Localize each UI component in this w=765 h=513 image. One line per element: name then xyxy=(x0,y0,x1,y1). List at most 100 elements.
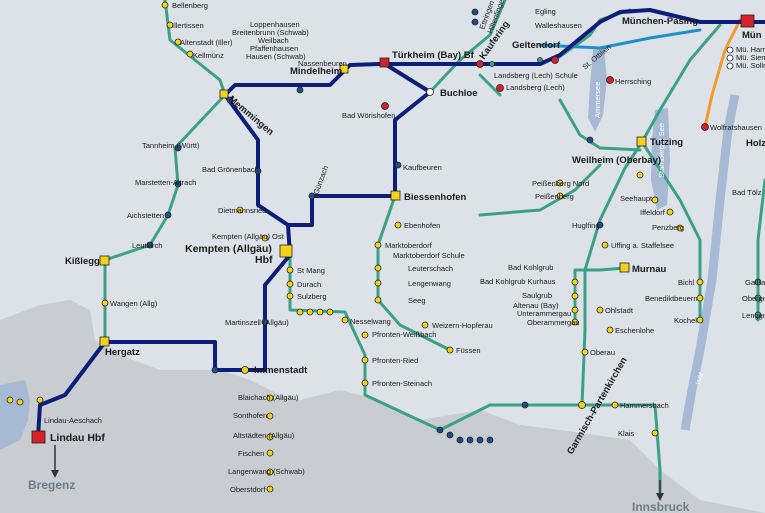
label-station: Altenau (Bay) xyxy=(513,301,559,310)
station-hergatz[interactable] xyxy=(99,336,110,347)
label-geltendorf: Geltendorf xyxy=(512,40,561,51)
station-kaufering[interactable] xyxy=(476,60,484,68)
label-station: Aichstetten xyxy=(127,211,164,220)
label-station: Landsberg (Lech) xyxy=(506,83,565,92)
label-station: Breitenbrunn (Schwab) xyxy=(232,28,309,37)
station-mue-harras[interactable] xyxy=(726,46,734,54)
exit-arrows xyxy=(51,445,664,501)
label-station: Oberstdorf xyxy=(230,485,266,494)
label-station: Illertissen xyxy=(172,21,204,30)
label-station: Bichl xyxy=(678,278,695,287)
station-markers xyxy=(6,1,762,493)
label-station: Kaufbeuren xyxy=(403,163,442,172)
label-station: Langenwang (Schwab) xyxy=(228,467,305,476)
label-station: Oberau xyxy=(590,348,615,357)
label-station: Durach xyxy=(297,280,321,289)
station-murnau[interactable] xyxy=(619,262,630,273)
rail-lines xyxy=(36,0,765,497)
label-station: Lengenwang xyxy=(408,279,451,288)
label-station: Lenggries xyxy=(742,311,765,320)
label-station: Peißenberg Nord xyxy=(532,179,589,188)
label-hergatz: Hergatz xyxy=(105,347,140,358)
station-lindau-hbf[interactable] xyxy=(31,430,46,444)
label-station: Blaichach (Allgäu) xyxy=(238,393,299,402)
lake-constance xyxy=(0,380,30,450)
label-station: Leuterschach xyxy=(408,264,453,273)
label-station: Altstädten (Allgäu) xyxy=(233,431,295,440)
line-munich-tutzing xyxy=(580,23,722,407)
label-innsbruck: Innsbruck xyxy=(632,500,690,513)
label-station: Gaißach xyxy=(745,278,765,287)
label-station: Bad Kohlgrub Kurhaus xyxy=(480,277,556,286)
label-station: Füssen xyxy=(456,346,481,355)
station-kempten-hbf[interactable] xyxy=(279,244,293,258)
label-lindau-hbf: Lindau Hbf xyxy=(50,432,105,444)
station-dots-blue xyxy=(146,8,604,444)
starnberger-see-lake xyxy=(651,108,670,210)
label-station: Marktoberdorf Schule xyxy=(393,251,465,260)
label-starnberger-see: Starnberger See xyxy=(657,123,666,178)
station-tuerkheim[interactable] xyxy=(379,57,390,68)
label-tuerkheim: Türkheim (Bay) Bf xyxy=(392,50,475,61)
ammersee-lake xyxy=(588,48,607,132)
station-garmisch[interactable] xyxy=(578,401,586,409)
label-station: Peißenberg xyxy=(535,192,574,201)
label-station: Landsberg (Lech) Schule xyxy=(494,71,578,80)
station-tutzing[interactable] xyxy=(636,136,647,147)
label-station: Wangen (Allg) xyxy=(110,299,158,308)
label-station: Kochel xyxy=(674,316,697,325)
main-line-munich-lindau xyxy=(36,8,765,439)
station-biessenhofen[interactable] xyxy=(390,190,401,201)
label-buchloe: Buchloe xyxy=(440,88,477,99)
label-station: Uffing a. Staffelsee xyxy=(611,241,674,250)
label-station: Mü. Siemenswerke xyxy=(736,53,765,62)
station-mue-solln[interactable] xyxy=(726,62,734,70)
label-station: Tannheim (Württ) xyxy=(142,141,200,150)
label-station: Seeg xyxy=(408,296,426,305)
innsbruck-arrow-head xyxy=(656,493,664,501)
label-station: Obergries xyxy=(742,294,765,303)
label-station: Bad Wörishofen xyxy=(342,111,395,120)
label-muenchen-pasing: München-Pasing xyxy=(622,16,698,27)
station-bad-woerishofen[interactable] xyxy=(381,102,389,110)
station-immenstadt[interactable] xyxy=(241,366,249,374)
station-mindelheim[interactable] xyxy=(339,64,349,74)
station-herrsching[interactable] xyxy=(606,76,614,84)
station-geltendorf[interactable] xyxy=(551,56,559,64)
label-station: Benediktbeuern xyxy=(645,294,698,303)
label-station: Bad Kohlgrub xyxy=(508,263,553,272)
station-wolfratshausen[interactable] xyxy=(701,123,709,131)
label-murnau: Murnau xyxy=(632,264,667,275)
label-station: Pfronten-Ried xyxy=(372,356,418,365)
label-station: Seehaupt xyxy=(620,194,653,203)
station-buchloe[interactable] xyxy=(426,88,434,96)
label-station: Iffeldorf xyxy=(640,208,666,217)
station-memmingen[interactable] xyxy=(219,89,229,99)
label-bregenz: Bregenz xyxy=(28,478,75,492)
label-station: Ohlstadt xyxy=(605,306,634,315)
label-station: Fischen xyxy=(238,449,264,458)
line-buchloe-augsburg xyxy=(428,0,507,94)
label-kisslegg: Kißlegg xyxy=(65,256,100,267)
label-station: Klais xyxy=(618,429,635,438)
label-station: Pfronten-Steinach xyxy=(372,379,432,388)
label-station: Hammersbach xyxy=(620,401,669,410)
sbahn-wolfratshausen xyxy=(703,18,742,129)
label-muenchen-cut: Mün xyxy=(742,30,762,41)
label-biessenhofen: Biessenhofen xyxy=(404,192,466,203)
label-station: Oberammergau xyxy=(527,318,580,327)
station-kisslegg[interactable] xyxy=(99,255,110,266)
label-station: Marstetten-Aitrach xyxy=(135,178,196,187)
label-station: St Mang xyxy=(297,266,325,275)
label-station: Mü. Harras xyxy=(736,45,765,54)
label-holz: Holz xyxy=(746,138,765,149)
label-station: Huglfing xyxy=(572,221,600,230)
label-station: Mü. Solln xyxy=(736,61,765,70)
station-mue-siemenswerke[interactable] xyxy=(726,54,734,62)
label-station: Nesselwang xyxy=(350,317,391,326)
station-muenchen-hbf[interactable] xyxy=(740,14,755,28)
station-landsberg[interactable] xyxy=(496,84,504,92)
